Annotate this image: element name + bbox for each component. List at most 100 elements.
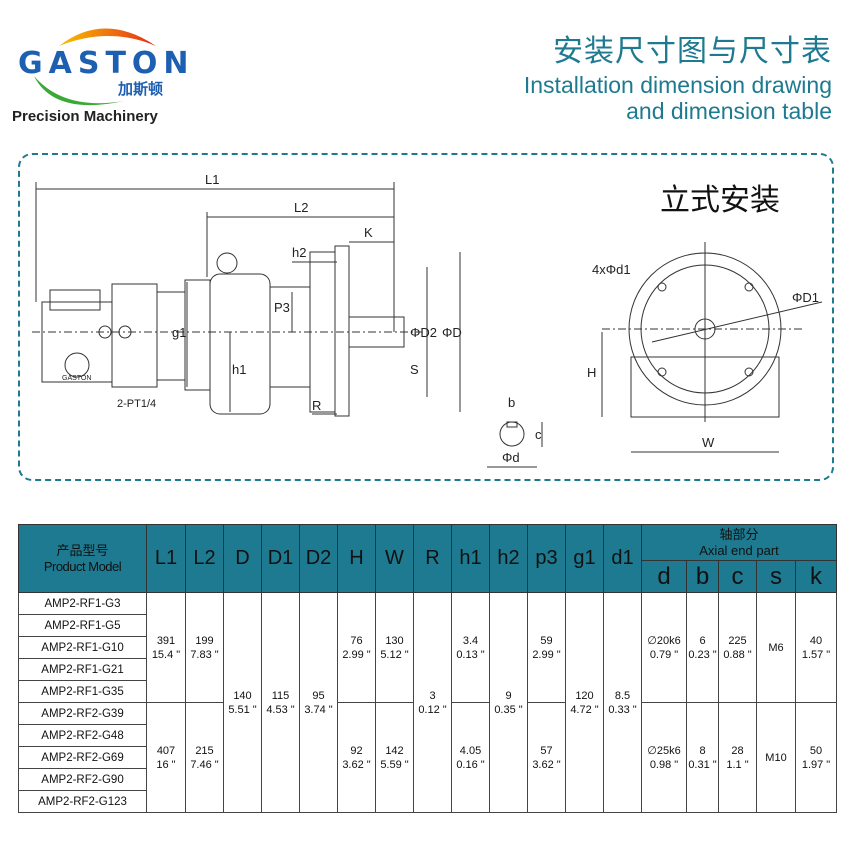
header-D2: D2	[299, 524, 338, 593]
cell-value: ∅25k6	[647, 744, 681, 757]
motor-front-view	[601, 242, 823, 453]
logo-arc-icon	[34, 28, 156, 106]
cell-model: AMP2-RF2-G39	[18, 702, 147, 725]
cell-value: 57	[540, 744, 553, 757]
cell-model: AMP2-RF1-G10	[18, 636, 147, 659]
title-en-line2: and dimension table	[626, 98, 832, 124]
cell-value: 8.5	[614, 689, 631, 702]
cell-value: 0.98 "	[649, 758, 679, 771]
cell-model: AMP2-RF1-G5	[18, 614, 147, 637]
table-row: AMP2-RF2-G69	[18, 746, 837, 769]
header-g1: g1	[565, 524, 604, 593]
cell-value: 0.23 "	[688, 648, 717, 661]
header-model-cn: 产品型号	[56, 542, 109, 558]
cell-value: 5.59 "	[380, 758, 409, 771]
cell-value: 50	[809, 744, 823, 757]
header-axial-en: Axial end part	[699, 542, 779, 558]
cell-model: AMP2-RF2-G90	[18, 768, 147, 791]
cell-value: 5.51 "	[228, 703, 257, 716]
cell-value: 199	[195, 634, 214, 647]
label-c: c	[535, 427, 542, 442]
label-D: ΦD	[442, 325, 462, 340]
label-R: R	[312, 398, 321, 413]
title-en-line1: Installation dimension drawing	[523, 72, 832, 98]
cell-value: 142	[385, 744, 404, 757]
header-model-en: Product Model	[43, 558, 122, 574]
cell-value: 0.33 "	[608, 703, 637, 716]
header-c: c	[718, 560, 757, 593]
header-p3: p3	[527, 524, 566, 593]
stamp-logo: GASTON	[62, 375, 91, 382]
cell-model: AMP2-RF1-G3	[18, 592, 147, 615]
header-b: b	[686, 560, 719, 593]
cell-s: M10	[756, 702, 796, 813]
cell-value: 0.79 "	[649, 648, 679, 661]
cell-value: 4.53 "	[266, 703, 295, 716]
header-k: k	[794, 560, 838, 593]
cell-value: 3.74 "	[304, 703, 333, 716]
label-pt: 2-PT1/4	[117, 398, 156, 410]
header-D1: D1	[261, 524, 300, 593]
cell-value: 391	[156, 634, 176, 647]
label-K: K	[364, 225, 373, 240]
dimension-lines	[35, 182, 461, 415]
cell-value: 76	[350, 634, 363, 647]
cell-value: 115	[271, 689, 290, 702]
header-W: W	[375, 524, 414, 593]
label-W: W	[702, 435, 715, 450]
cell-value: 8	[699, 744, 706, 757]
cell-value: 15.4 "	[151, 648, 181, 661]
cell-model: AMP2-RF1-G35	[18, 680, 147, 703]
table-row: AMP2-RF2-G123	[18, 790, 837, 813]
cell-value: 3.62 "	[342, 758, 371, 771]
cell-value: 28	[731, 744, 744, 757]
dimension-drawing: L1 L2 K h2 P3 g1 h1 R ΦD2 ΦD S 2-PT1/4 G…	[32, 172, 823, 468]
header-h2: h2	[489, 524, 528, 593]
header-L2: L2	[185, 524, 224, 593]
cell-value: ∅20k6	[647, 634, 681, 647]
label-D1: ΦD1	[792, 290, 819, 305]
cell-value: 0.35 "	[494, 703, 523, 716]
header-d: d	[641, 560, 687, 593]
label-S: S	[410, 362, 419, 377]
cell-value: 3	[429, 689, 436, 702]
label-g1: g1	[172, 325, 186, 340]
label-L1: L1	[205, 172, 219, 187]
cell-value: 215	[195, 744, 214, 757]
header-axial-cn: 轴部分	[719, 526, 759, 542]
cell-value: 3.62 "	[532, 758, 561, 771]
header-d1: d1	[603, 524, 642, 593]
cell-value: 7.46 "	[190, 758, 219, 771]
cell-s: M6	[756, 592, 796, 703]
brand-cn: 加斯顿	[118, 80, 164, 98]
cell-value: 2.99 "	[342, 648, 371, 661]
label-L2: L2	[294, 200, 308, 215]
cell-value: 40	[809, 634, 823, 647]
cell-value: 0.12 "	[418, 703, 447, 716]
cell-model: AMP2-RF2-G48	[18, 724, 147, 747]
